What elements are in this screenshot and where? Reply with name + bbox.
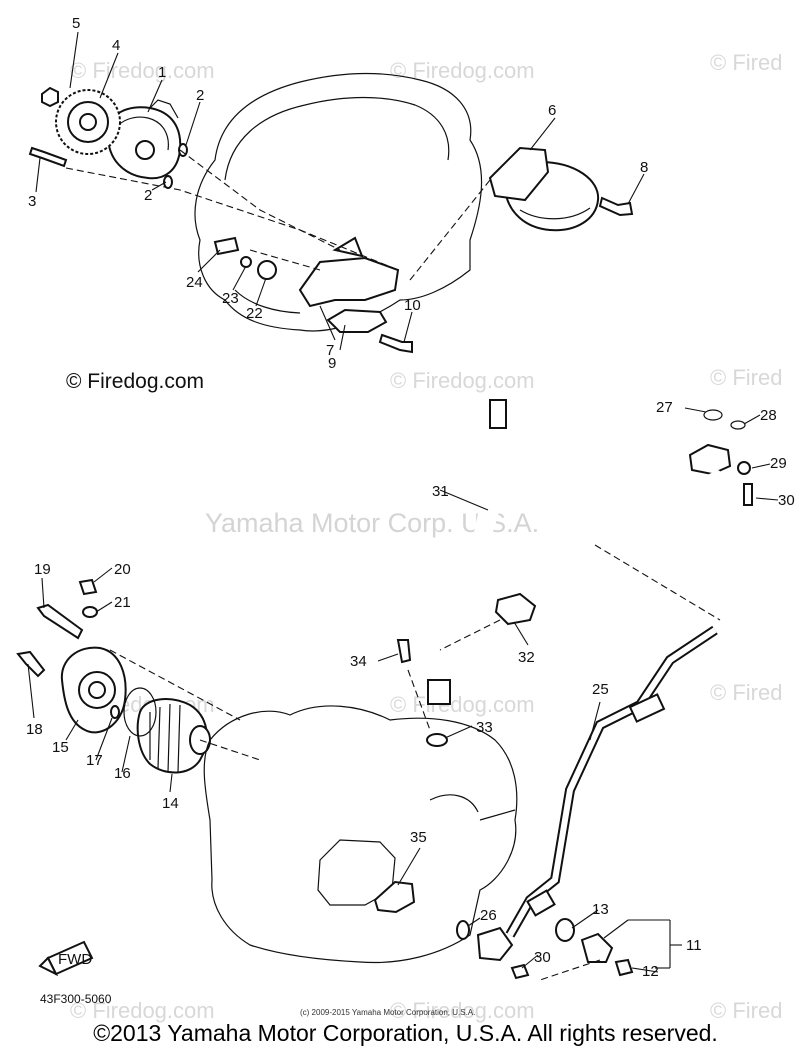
pump-screw (28, 146, 68, 168)
watermark: © Fired (710, 680, 782, 705)
callout-23: 23 (222, 290, 239, 307)
watermark: © Firedog.com (390, 368, 535, 393)
watermark: © Firedog.com (390, 998, 535, 1023)
filter-o-ring (123, 687, 157, 737)
callout-25: 25 (592, 681, 609, 698)
fitting-bolt (510, 963, 530, 980)
callout-35: 35 (410, 829, 427, 846)
callout-5: 5 (72, 15, 80, 32)
callout-12: 12 (642, 963, 659, 980)
callout-1: 1 (158, 64, 166, 81)
callout-18: 18 (26, 721, 43, 738)
watermark: © Fired (710, 50, 782, 75)
oil-check-cap (373, 880, 416, 914)
small-copyright: (c) 2009-2015 Yamaha Motor Corporation, … (300, 1008, 475, 1017)
callout-6: 6 (548, 102, 556, 119)
fwd-label: FWD (58, 951, 92, 968)
pipe-o-ring (703, 409, 723, 421)
callout-11: 11 (686, 937, 702, 954)
callout-3: 3 (28, 193, 36, 210)
leader-lines (27, 31, 779, 973)
plate-bolt (378, 333, 413, 354)
callout-2: 2 (196, 87, 204, 104)
callout-29: 29 (770, 455, 787, 472)
union-washer (555, 918, 575, 942)
callout-4: 4 (112, 37, 120, 54)
oil-delivery-pipe-2 (505, 625, 718, 938)
watermarks: © Firedog.com © Firedog.com © Fired © Fi… (70, 50, 782, 1023)
callout-31: 31 (432, 483, 449, 500)
oil-delivery-pipe-1 (427, 399, 507, 705)
washer (82, 606, 98, 618)
cover-bolt-long (36, 603, 84, 640)
callout-10: 10 (404, 297, 421, 314)
callout-26: 26 (480, 907, 497, 924)
callout-19: 19 (34, 561, 51, 578)
pipe-bolt (396, 639, 412, 664)
callout-22: 22 (246, 305, 263, 322)
strainer-bolt (598, 196, 634, 217)
oil-delivery-pipe-upper (620, 443, 732, 518)
oil-strainer (488, 146, 600, 232)
pipe-fitting (476, 926, 514, 962)
callout-24: 24 (186, 274, 203, 291)
callout-27: 27 (656, 399, 673, 416)
watermark: © Firedog.com (70, 58, 215, 83)
relief-spring (213, 236, 240, 256)
watermark: © Fired (710, 365, 782, 390)
small-bolt (614, 958, 634, 977)
pipe-washer-small (737, 461, 751, 475)
gear-nut (41, 86, 59, 108)
ball (240, 256, 252, 268)
lower-crankcase-outline (203, 705, 518, 964)
union-bolt-assembly (580, 932, 614, 963)
oil-filter-cover (60, 646, 127, 734)
cover-bolt (16, 650, 46, 678)
union-bolt (743, 483, 753, 506)
watermark: © Fired (710, 998, 782, 1023)
plug (257, 260, 277, 280)
upper-crankcase-outline (194, 72, 483, 332)
oil-pump-drive-gear (55, 89, 121, 155)
callout-33: 33 (476, 719, 493, 736)
callout-2: 2 (144, 187, 152, 204)
callout-32: 32 (518, 649, 535, 666)
pipe-o-ring-small (730, 420, 746, 430)
pipe-gasket (494, 592, 537, 626)
small-o-ring (110, 705, 120, 719)
callout-8: 8 (640, 159, 648, 176)
watermark: © Firedog.com (70, 998, 215, 1023)
o-ring (178, 143, 188, 157)
callout-14: 14 (162, 795, 179, 812)
callout-9: 9 (328, 355, 336, 372)
fwd-arrow: FWD (38, 940, 94, 977)
fitting-o-ring (456, 920, 470, 940)
copyright-footer: ©2013 Yamaha Motor Corporation, U.S.A. A… (93, 1020, 718, 1046)
baffle-plate (298, 236, 400, 333)
callout-17: 17 (86, 752, 103, 769)
diagram-code: 43F300-5060 (40, 992, 112, 1006)
watermark: © Firedog.com (390, 58, 535, 83)
callout-30: 30 (778, 492, 795, 509)
callout-30: 30 (534, 949, 551, 966)
callout-7: 7 (326, 342, 334, 359)
watermark: © Firedog.com (390, 692, 535, 717)
pipe-washer (426, 733, 448, 747)
callout-numbers: 5 4 1 2 2 3 6 8 10 7 9 24 23 22 31 27 28… (26, 15, 795, 980)
callout-15: 15 (52, 739, 69, 756)
callout-21: 21 (114, 594, 131, 611)
bleed-bolt (78, 578, 98, 596)
firedog-copyright: © Firedog.com (66, 370, 204, 393)
callout-16: 16 (114, 765, 131, 782)
callout-34: 34 (350, 653, 367, 670)
callout-20: 20 (114, 561, 131, 578)
callout-13: 13 (592, 901, 609, 918)
callout-28: 28 (760, 407, 777, 424)
